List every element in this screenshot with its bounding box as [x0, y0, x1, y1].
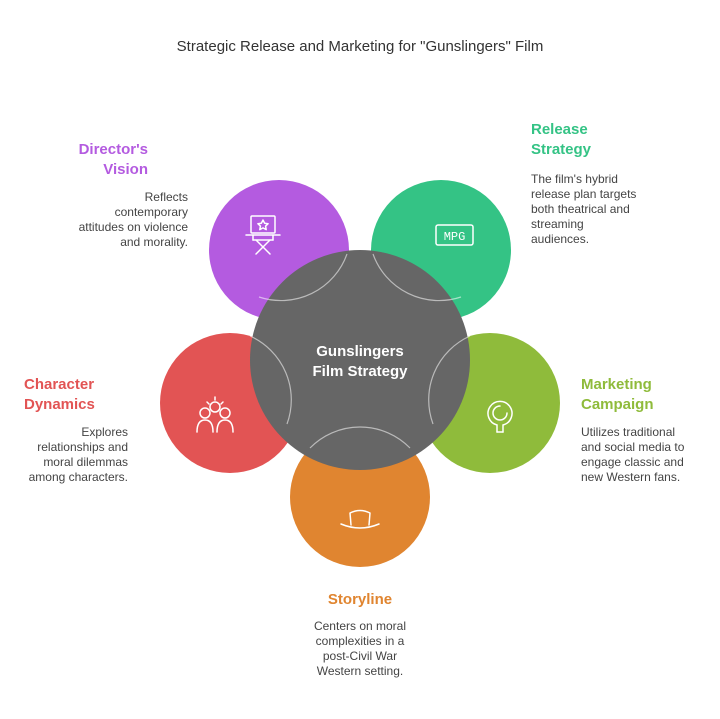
cowboy-hat-icon: [340, 509, 380, 529]
release-strategy-heading: Release Strategy: [531, 121, 592, 158]
center-label-line2: Film Strategy: [312, 363, 408, 380]
petal-overlap-arcs: [249, 253, 471, 449]
mpg-file-icon: MPG: [435, 224, 474, 246]
storyline-heading: Storyline: [327, 591, 393, 608]
directors-vision-heading: Director's Vision: [78, 141, 148, 178]
people-group-icon: [196, 396, 234, 433]
directors-vision-description: Reflects contemporary attitudes on viole…: [78, 190, 188, 249]
diagram-title: Strategic Release and Marketing for "Gun…: [176, 38, 544, 55]
marketing-campaign-heading: Marketing Campaign: [581, 376, 654, 413]
character-dynamics-description: Explores relationships and moral dilemma…: [28, 425, 128, 484]
directors-chair-icon: [245, 215, 281, 255]
mpg-icon-text: MPG: [444, 230, 466, 244]
center-circle[interactable]: [250, 250, 470, 470]
release-strategy-description: The film's hybrid release plan targets b…: [531, 172, 637, 246]
storyline-description: Centers on moral complexities in a post-…: [313, 619, 407, 678]
center-label-line1: Gunslingers: [316, 343, 404, 360]
marketing-campaign-description: Utilizes traditional and social media to…: [581, 425, 685, 484]
character-dynamics-heading: Character Dynamics: [24, 376, 95, 413]
location-pin-icon: [487, 400, 513, 433]
